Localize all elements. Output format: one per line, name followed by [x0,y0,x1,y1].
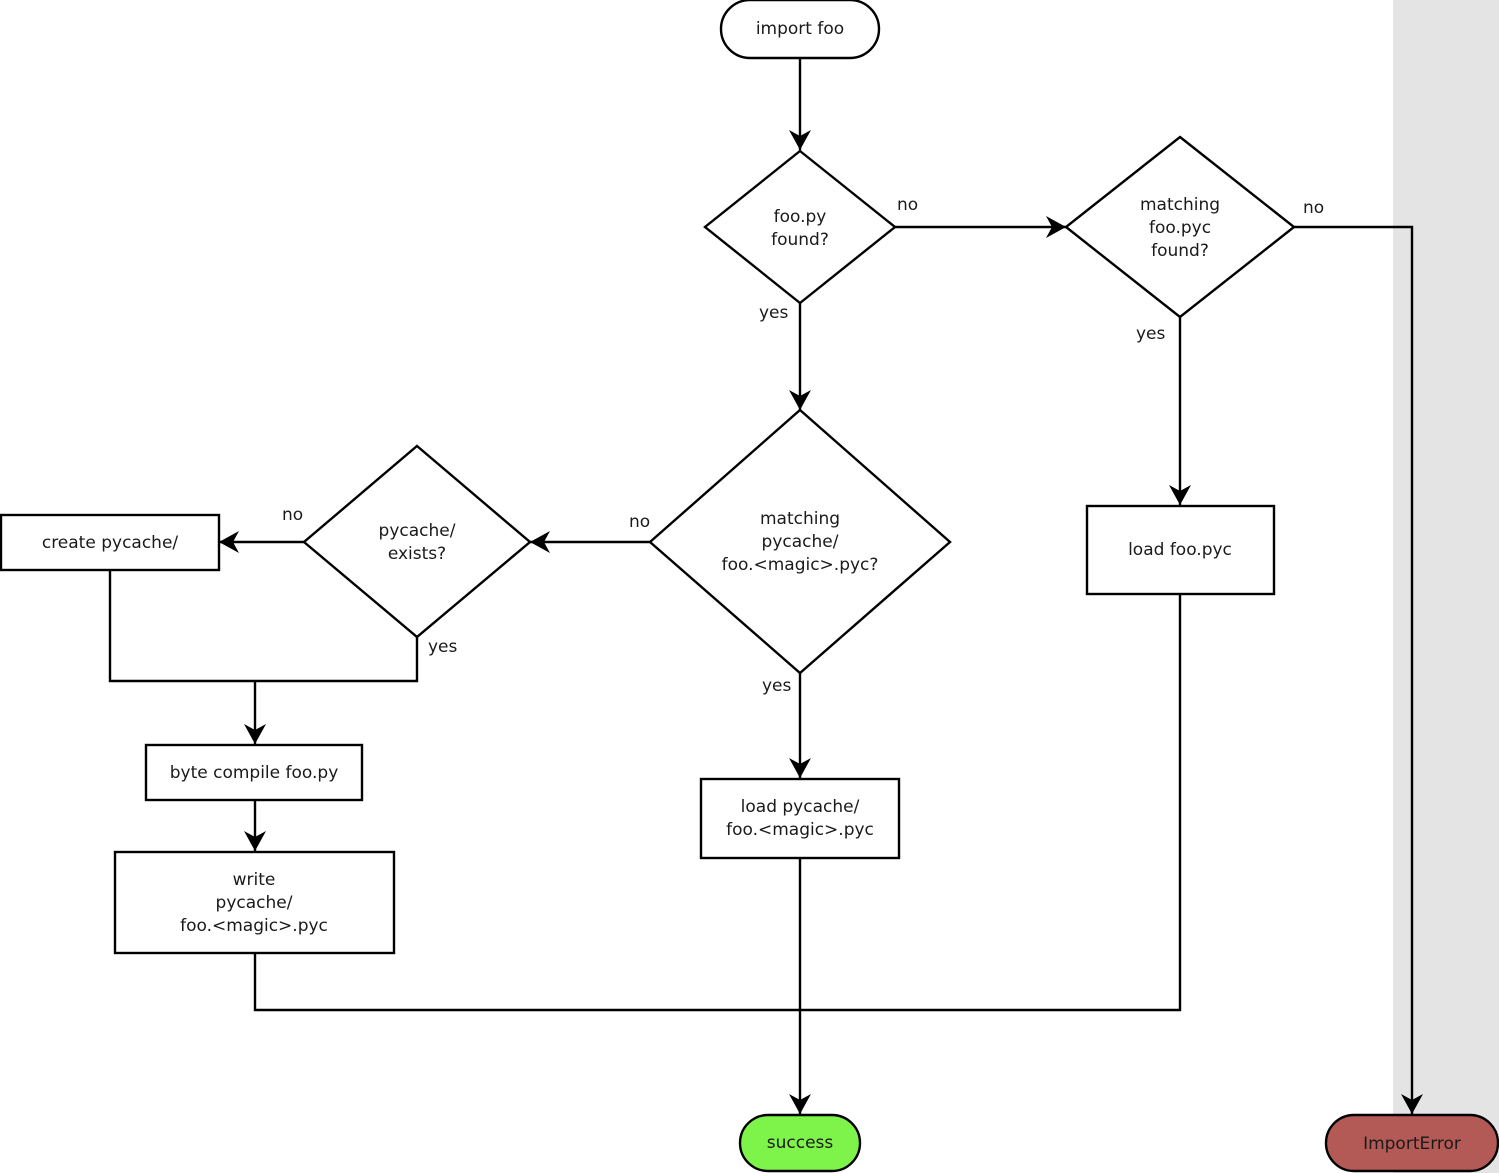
label-pycache-exists-yes: yes [428,637,458,657]
create-pycache-label: create pycache/ [42,533,179,553]
decision-matching-pycache-magic: matching pycache/ foo.<magic>.pyc? [648,408,952,675]
edge-write-to-merge [253,953,800,1012]
write-pycache-line-1: write [233,870,276,890]
load-foo-pyc-label: load foo.pyc [1128,540,1232,560]
write-pycache-line-3: foo.<magic>.pyc [180,916,328,936]
decision-pycache-exists: pycache/ exists? [302,444,532,639]
label-foo-py-no: no [897,195,918,215]
label-pycache-magic-no: no [629,512,650,532]
terminal-success: success [738,1113,862,1173]
foo-pyc-found-line-2: foo.pyc [1149,218,1211,238]
import-error-label: ImportError [1363,1134,1461,1154]
pycache-magic-line-1: matching [760,509,840,529]
process-write-pycache: write pycache/ foo.<magic>.pyc [113,850,396,955]
pycache-magic-line-2: pycache/ [762,532,839,552]
foo-pyc-found-line-1: matching [1140,195,1220,215]
load-pycache-line-1: load pycache/ [741,797,860,817]
decision-matching-foo-pyc-found: matching foo.pyc found? [1064,135,1296,319]
pycache-exists-line-2: exists? [388,544,446,564]
success-label: success [767,1133,834,1153]
terminal-import-error: ImportError [1324,1113,1499,1173]
process-load-foo-pyc: load foo.pyc [1085,504,1276,596]
edges [108,58,1423,1114]
label-pycache-magic-yes: yes [762,676,792,696]
byte-compile-label: byte compile foo.py [170,763,339,783]
edge-foo-pyc-no [1294,225,1423,1114]
label-pycache-exists-no: no [282,505,303,525]
foo-py-found-line-2: found? [771,230,829,250]
edge-pycache-exists-yes [108,570,419,683]
process-byte-compile: byte compile foo.py [144,743,364,802]
label-foo-py-yes: yes [759,303,789,323]
label-foo-pyc-no: no [1303,198,1324,218]
edge-labels: no yes no yes no yes no yes [282,195,1324,696]
foo-py-found-line-1: foo.py [774,207,827,227]
pycache-exists-line-1: pycache/ [379,521,456,541]
pycache-magic-line-3: foo.<magic>.pyc? [722,555,879,575]
label-foo-pyc-yes: yes [1136,324,1166,344]
side-band [1393,0,1499,1173]
foo-pyc-found-line-3: found? [1151,241,1209,261]
edge-load-foo-pyc-to-merge [800,594,1182,1012]
process-load-pycache: load pycache/ foo.<magic>.pyc [699,777,901,860]
node-import-foo: import foo [719,0,881,60]
import-foo-label: import foo [756,19,844,39]
process-create-pycache: create pycache/ [0,513,221,572]
write-pycache-line-2: pycache/ [216,893,293,913]
decision-foo-py-found: foo.py found? [703,149,897,305]
load-pycache-line-2: foo.<magic>.pyc [726,820,874,840]
